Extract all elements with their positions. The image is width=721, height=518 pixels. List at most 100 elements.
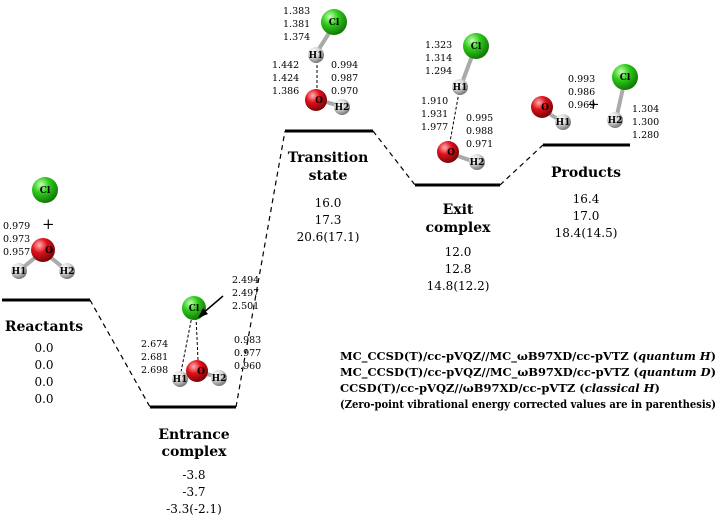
atom-label-o: O (197, 367, 205, 377)
exit-molecule: Cl H1 O H2 (437, 33, 489, 170)
atom-label-cl: Cl (471, 42, 482, 52)
bond-label: 1.977 (421, 122, 448, 133)
hydrogen-atom (334, 99, 350, 115)
chlorine-atom (612, 64, 638, 90)
hydrogen-atom (555, 114, 571, 130)
atom-label-o: O (315, 96, 323, 106)
bond-label: 2.698 (141, 365, 168, 376)
energy-value: 0.0 (34, 358, 53, 372)
atom-label-cl: Cl (329, 18, 340, 28)
bond-label: 0.979 (3, 221, 30, 232)
products-molecule: O H1 Cl H2 (531, 64, 638, 130)
legend-line: MC_CCSD(T)/cc-pVQZ//MC_ωB97XD/cc-pVTZ (q… (340, 365, 716, 380)
energy-value: 0.0 (34, 375, 53, 389)
atom-label-h1: H1 (556, 118, 571, 128)
bond-label: 0.969 (568, 100, 595, 111)
chlorine-atom (321, 9, 347, 35)
oxygen-atom (531, 96, 553, 118)
legend-line: MC_CCSD(T)/cc-pVQZ//MC_ωB97XD/cc-pVTZ (q… (340, 349, 716, 364)
bond-label: 0.977 (234, 348, 261, 359)
bond-label: 0.973 (3, 234, 30, 245)
chlorine-atom (463, 33, 489, 59)
bond-label: 0.957 (3, 247, 30, 258)
connector-ts-exit (372, 130, 416, 186)
bond-label: 0.960 (234, 361, 261, 372)
bond-label: 1.386 (272, 86, 299, 97)
bond-label: 0.986 (568, 87, 595, 98)
legend-note: (Zero-point vibrational energy corrected… (340, 397, 716, 411)
state-title-reactants: Reactants (5, 319, 83, 335)
arrow-head-icon (198, 308, 208, 318)
atom-label-o: O (541, 103, 549, 113)
state-title-entrance: Entrance (158, 427, 229, 443)
bond-label: 0.971 (466, 139, 493, 150)
hydrogen-atom (11, 263, 27, 279)
bond-label: 1.381 (283, 19, 310, 30)
bond-label: 1.280 (632, 130, 659, 141)
bond-label: 1.304 (632, 104, 659, 115)
bond-label: 1.323 (425, 40, 452, 51)
connector-exit-products (499, 144, 544, 186)
energy-value: 20.6(17.1) (297, 230, 360, 244)
legend-line: CCSD(T)/cc-pVQZ//ωB97XD/cc-pVTZ (classic… (340, 381, 660, 395)
bond-label: 0.987 (331, 73, 358, 84)
energy-value: 18.4(14.5) (555, 226, 618, 240)
energy-value: -3.8 (182, 468, 205, 482)
hydrogen-atom (607, 112, 623, 128)
atom-label-h1: H1 (173, 375, 188, 385)
bond-label: 0.995 (466, 113, 493, 124)
atom-label-h1: H1 (309, 51, 324, 61)
energy-value: -3.7 (182, 485, 205, 499)
oxygen-atom (186, 360, 208, 382)
oxygen-atom (437, 141, 459, 163)
bond-label: 2.497 (232, 288, 259, 299)
hydrogen-atom (172, 371, 188, 387)
oxygen-atom (305, 89, 327, 111)
hydrogen-atom (211, 370, 227, 386)
energy-value: 0.0 (34, 341, 53, 355)
atom-label-cl: Cl (189, 304, 200, 314)
hydrogen-atom (308, 47, 324, 63)
energy-value: 12.0 (445, 245, 472, 259)
hydrogen-atom (469, 154, 485, 170)
atom-label-h2: H2 (335, 103, 350, 113)
energy-value: 14.8(12.2) (427, 279, 490, 293)
atom-label-cl: Cl (40, 186, 51, 196)
energy-value: -3.3(-2.1) (166, 502, 222, 516)
reactants-molecule: Cl O H1 H2 (11, 177, 75, 279)
bond-label: 0.988 (466, 126, 493, 137)
ts-molecule: Cl H1 O H2 (305, 9, 350, 115)
state-title-ts-2: state (309, 168, 348, 184)
bond-label: 1.314 (425, 53, 452, 64)
state-title-products: Products (551, 165, 621, 181)
energy-value: 0.0 (34, 392, 53, 406)
bond-label: 0.994 (331, 60, 358, 71)
bond-label: 1.931 (421, 109, 448, 120)
bond-label: 0.983 (234, 335, 261, 346)
atom-label-h2: H2 (608, 116, 623, 126)
bond-label: 0.993 (568, 74, 595, 85)
plus-sign: + (587, 95, 600, 113)
atom-label-o: O (45, 246, 53, 256)
atom-label-o: O (447, 148, 455, 158)
state-title-entrance-2: complex (161, 444, 227, 460)
bond-label: 2.501 (232, 301, 259, 312)
atom-label-h1: H1 (12, 267, 27, 277)
atom-label-h2: H2 (60, 267, 75, 277)
hydrogen-atom (59, 263, 75, 279)
bond-label: 2.494 (232, 275, 259, 286)
state-title-exit: Exit (443, 202, 474, 218)
entrance-molecule: Cl O H1 H2 (172, 295, 227, 387)
bond-label: 1.910 (421, 96, 448, 107)
bond-label: 2.681 (141, 352, 168, 363)
atom-label-h2: H2 (470, 158, 485, 168)
energy-value: 17.3 (315, 213, 342, 227)
state-title-ts: Transition (288, 150, 369, 166)
atom-label-cl: Cl (620, 73, 631, 83)
connector-entrance-ts (235, 130, 286, 408)
connector-reactants-entrance (89, 299, 151, 408)
bond-label: 1.300 (632, 117, 659, 128)
bond-label: 1.424 (272, 73, 299, 84)
